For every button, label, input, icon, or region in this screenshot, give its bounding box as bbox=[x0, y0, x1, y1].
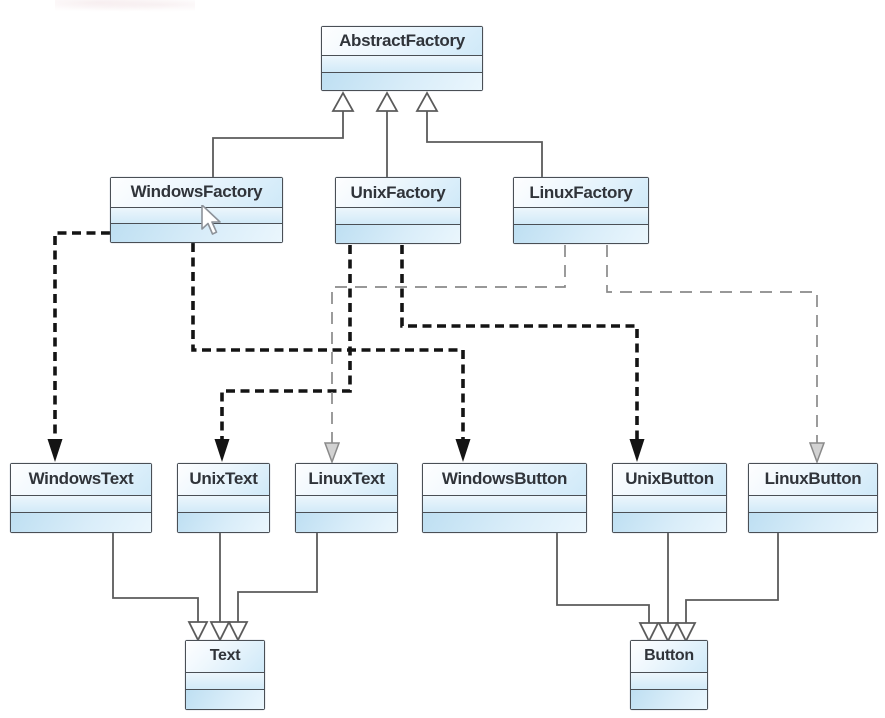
thin-arrowhead-icon bbox=[323, 442, 341, 465]
edge-windowsfactory-windowsbutton bbox=[191, 243, 465, 440]
operations-compartment bbox=[613, 512, 726, 532]
hollow-triangle-icon bbox=[638, 622, 660, 644]
class-title: UnixFactory bbox=[336, 178, 460, 208]
edge-linuxtext-text bbox=[237, 533, 318, 623]
attributes-compartment bbox=[514, 207, 648, 225]
class-unixtext[interactable]: UnixText bbox=[177, 463, 270, 533]
operations-compartment bbox=[296, 512, 397, 532]
class-title: UnixText bbox=[178, 464, 269, 495]
hollow-triangle-icon bbox=[331, 91, 355, 112]
edge-windowstext-text bbox=[112, 533, 199, 623]
class-abstractfactory[interactable]: AbstractFactory bbox=[321, 26, 483, 91]
operations-compartment bbox=[178, 512, 269, 532]
edge-windowsfactory-abstractfactory bbox=[212, 111, 344, 177]
operations-compartment bbox=[186, 689, 264, 709]
class-title: LinuxFactory bbox=[514, 178, 648, 208]
class-linuxbutton[interactable]: LinuxButton bbox=[748, 463, 878, 533]
operations-compartment bbox=[514, 224, 648, 243]
edge-linuxfactory-linuxtext bbox=[331, 245, 566, 443]
hollow-triangle-icon bbox=[657, 622, 679, 644]
edge-windowsbutton-button bbox=[556, 533, 650, 624]
operations-compartment bbox=[423, 512, 586, 532]
class-unixfactory[interactable]: UnixFactory bbox=[335, 177, 461, 244]
operations-compartment bbox=[322, 71, 482, 90]
class-button[interactable]: Button bbox=[630, 640, 708, 710]
attributes-compartment bbox=[631, 671, 707, 690]
edge-unixfactory-unixtext bbox=[220, 245, 352, 440]
edge-linuxfactory-abstractfactory bbox=[426, 111, 543, 177]
class-windowsbutton[interactable]: WindowsButton bbox=[422, 463, 587, 533]
class-title: LinuxButton bbox=[749, 464, 877, 495]
class-title: UnixButton bbox=[613, 464, 726, 495]
class-linuxfactory[interactable]: LinuxFactory bbox=[513, 177, 649, 244]
thin-arrowhead-icon bbox=[808, 442, 826, 465]
hollow-triangle-icon bbox=[227, 621, 249, 643]
attributes-compartment bbox=[613, 494, 726, 513]
attributes-compartment bbox=[178, 494, 269, 513]
class-text[interactable]: Text bbox=[185, 640, 265, 710]
mouse-pointer-icon bbox=[201, 205, 221, 235]
attributes-compartment bbox=[11, 494, 151, 513]
hollow-triangle-icon bbox=[675, 622, 697, 644]
class-title: AbstractFactory bbox=[322, 27, 482, 56]
operations-compartment bbox=[111, 223, 282, 242]
operations-compartment bbox=[336, 224, 460, 243]
edge-unixfactory-unixbutton bbox=[400, 245, 639, 440]
solid-arrowhead-icon bbox=[214, 439, 230, 462]
edge-windowsfactory-windowstext bbox=[53, 231, 110, 440]
hollow-triangle-icon bbox=[187, 621, 209, 643]
operations-compartment bbox=[749, 512, 877, 532]
solid-arrowhead-icon bbox=[47, 439, 63, 462]
class-title: WindowsButton bbox=[423, 464, 586, 495]
class-title: WindowsText bbox=[11, 464, 151, 495]
hollow-triangle-icon bbox=[375, 91, 399, 112]
class-windowstext[interactable]: WindowsText bbox=[10, 463, 152, 533]
solid-arrowhead-icon bbox=[629, 439, 645, 462]
class-linuxtext[interactable]: LinuxText bbox=[295, 463, 398, 533]
operations-compartment bbox=[11, 512, 151, 532]
class-title: Button bbox=[631, 641, 707, 672]
hollow-triangle-icon bbox=[209, 621, 231, 643]
attributes-compartment bbox=[423, 494, 586, 513]
edge-linuxfactory-linuxbutton bbox=[606, 245, 818, 443]
attributes-compartment bbox=[111, 206, 282, 224]
attributes-compartment bbox=[186, 671, 264, 690]
attributes-compartment bbox=[296, 494, 397, 513]
attributes-compartment bbox=[322, 55, 482, 72]
class-title: LinuxText bbox=[296, 464, 397, 495]
class-windowsfactory[interactable]: WindowsFactory bbox=[110, 177, 283, 243]
hollow-triangle-icon bbox=[415, 91, 439, 112]
attributes-compartment bbox=[749, 494, 877, 513]
class-title: Text bbox=[186, 641, 264, 672]
class-title: WindowsFactory bbox=[111, 178, 282, 207]
operations-compartment bbox=[631, 689, 707, 709]
edge-linuxbutton-button bbox=[685, 533, 779, 624]
class-unixbutton[interactable]: UnixButton bbox=[612, 463, 727, 533]
attributes-compartment bbox=[336, 207, 460, 225]
solid-arrowhead-icon bbox=[455, 439, 471, 462]
